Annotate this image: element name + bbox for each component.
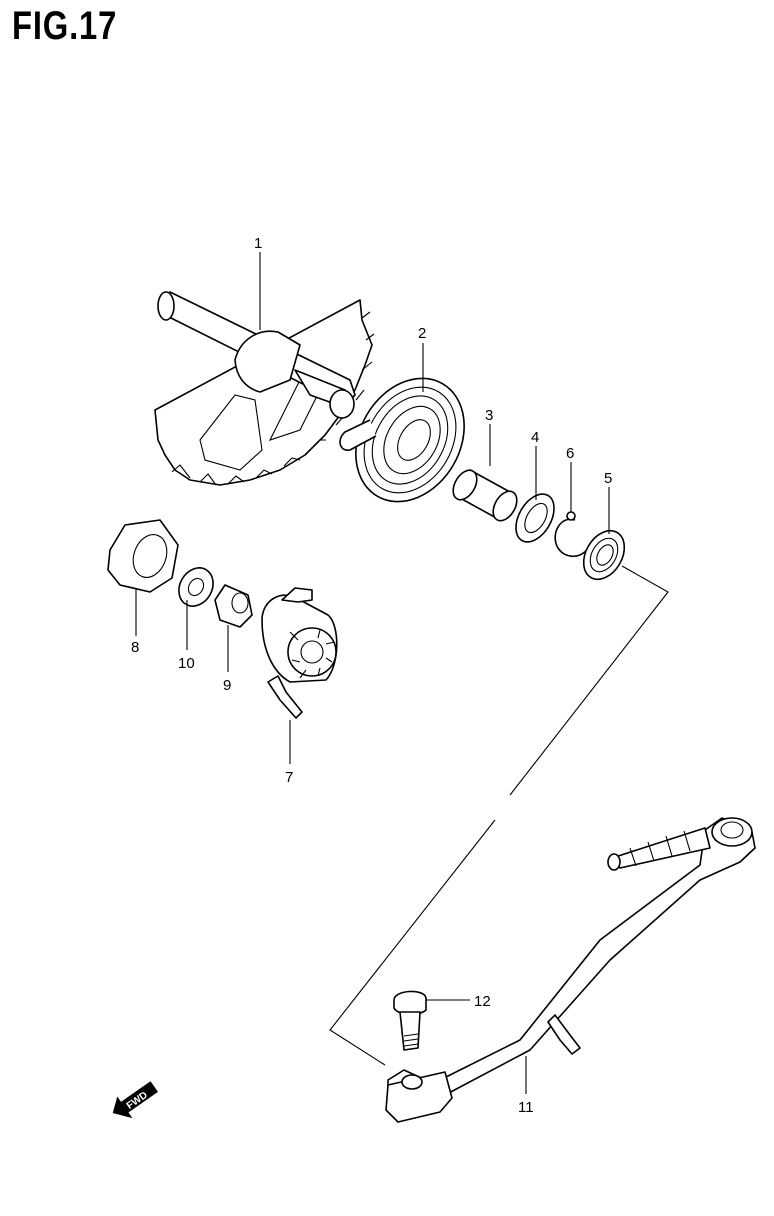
forward-arrow-icon: FWD [112,1081,158,1119]
callout-9: 9 [223,677,231,694]
lever-bolt[interactable] [393,990,427,1051]
callout-1: 1 [254,235,262,252]
kick-starter-lever[interactable] [385,817,756,1123]
callout-3: 3 [485,407,493,424]
kick-starter-bushing[interactable] [448,466,521,525]
kick-drive-gear[interactable] [261,587,338,719]
washer-4[interactable] [508,487,562,548]
callout-numbers: 1 2 3 4 5 6 7 8 9 10 11 12 [131,235,612,1116]
callout-11: 11 [518,1099,534,1116]
kick-spacer[interactable] [214,584,253,628]
callout-5: 5 [604,470,612,487]
callout-6: 6 [566,445,574,462]
callout-8: 8 [131,639,139,656]
kick-starter-shaft-gear[interactable] [154,291,375,486]
callout-10: 10 [178,655,195,672]
callout-7: 7 [285,769,293,786]
kick-starter-guide[interactable] [107,519,179,593]
washer-10[interactable] [172,562,220,613]
leader-lines [135,252,610,1094]
kick-starter-spring[interactable] [334,359,486,522]
figure-title: FIG.17 [12,4,118,48]
circlip[interactable] [554,511,589,558]
oil-seal[interactable] [575,523,632,586]
callout-2: 2 [418,325,426,342]
assembly-reference-lines [329,565,669,1066]
callout-4: 4 [531,429,539,446]
callout-12: 12 [474,993,491,1010]
